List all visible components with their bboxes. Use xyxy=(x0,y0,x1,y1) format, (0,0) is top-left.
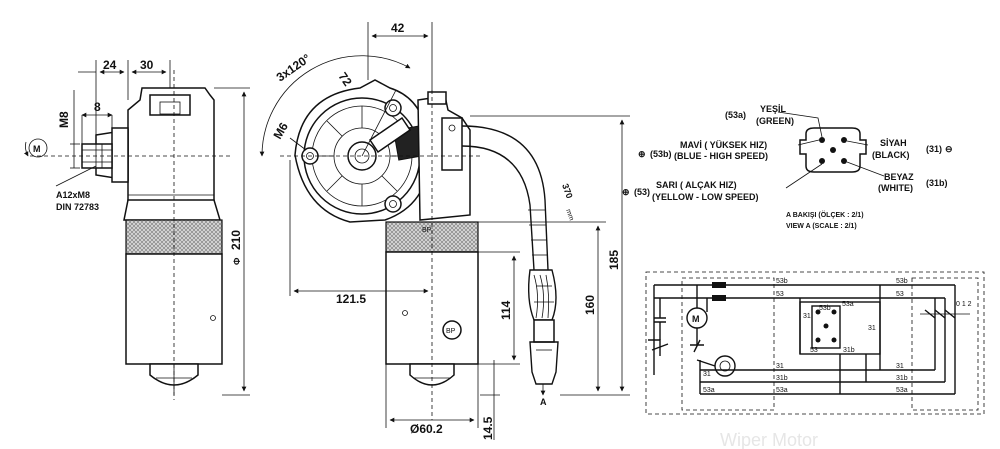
dim-72: 72 xyxy=(336,70,355,89)
sch-53a-2: 53a xyxy=(703,387,715,394)
yellow-code: (53) xyxy=(634,187,650,197)
dim-30: 30 xyxy=(140,58,154,72)
switch-positions: 0 1 2 xyxy=(956,301,972,308)
black-code: (31) xyxy=(926,144,942,154)
dim-160: 160 xyxy=(583,295,597,315)
sch-53a-3: 53a xyxy=(776,387,788,394)
white-tr: BEYAZ xyxy=(884,172,914,182)
dim-phi: Φ xyxy=(232,257,242,265)
black-en: (BLACK) xyxy=(872,150,910,160)
front-view: A BP BP xyxy=(280,79,559,420)
green-en: (GREEN) xyxy=(756,116,794,126)
dim-121-5: 121.5 xyxy=(336,292,366,306)
white-code: (31b) xyxy=(926,178,948,188)
footer-text: Wiper Motor xyxy=(720,430,818,449)
sch-53a-1: 53a xyxy=(842,301,854,308)
green-tr: YEŞİL xyxy=(760,104,787,114)
green-code: (53a) xyxy=(725,110,746,120)
sch-53-1: 53 xyxy=(776,291,784,298)
sch-31-3: 31 xyxy=(703,371,711,378)
dim-370-unit: mm xyxy=(564,208,575,222)
sch-31-2: 31 xyxy=(868,325,876,332)
dim-42: 42 xyxy=(391,21,405,35)
plus-icon-2: ⊕ xyxy=(622,187,630,197)
can-label: BP xyxy=(422,227,432,234)
dim-185: 185 xyxy=(607,250,621,270)
sch-31b-3: 31b xyxy=(896,375,908,382)
blue-code: (53b) xyxy=(650,149,672,159)
plus-icon: ⊕ xyxy=(638,149,646,159)
sch-31b-2: 31b xyxy=(776,375,788,382)
dim-m6: M6 xyxy=(270,120,291,142)
dim-angle: 3x120° xyxy=(274,51,313,84)
sch-31-1: 31 xyxy=(803,313,811,320)
sch-53-3: 53 xyxy=(810,347,818,354)
sch-53-2: 53 xyxy=(896,291,904,298)
dim-370: 370 xyxy=(560,182,575,200)
blue-en: (BLUE - HIGH SPEED) xyxy=(674,151,768,161)
sch-31-4: 31 xyxy=(776,363,784,370)
dim-14-5: 14.5 xyxy=(481,416,495,440)
dim-8: 8 xyxy=(94,100,101,114)
view-title-en: VIEW A (SCALE : 2/1) xyxy=(786,223,857,230)
thread-spec: A12xM8 xyxy=(56,190,90,200)
side-view-dimensions: 24 30 M8 8 M A12xM8 DIN 72783 210 Φ xyxy=(23,58,250,396)
dim-114: 114 xyxy=(499,300,513,320)
dim-210: 210 xyxy=(229,230,243,250)
bp-logo: BP xyxy=(446,328,456,335)
white-en: (WHITE) xyxy=(878,183,913,193)
view-title-tr: A BAKIŞI (ÖLÇEK : 2/1) xyxy=(786,210,864,219)
schematic-motor: M xyxy=(692,314,700,324)
sch-53b-3: 53b xyxy=(819,305,831,312)
sch-53b-1: 53b xyxy=(776,278,788,285)
rotation-symbol-m: M xyxy=(33,144,41,154)
dim-24: 24 xyxy=(103,58,117,72)
din-spec: DIN 72783 xyxy=(56,202,99,212)
sch-53b-2: 53b xyxy=(896,278,908,285)
side-view xyxy=(30,70,230,400)
dim-m8: M8 xyxy=(57,111,71,128)
dim-60-2: Ø60.2 xyxy=(410,422,443,436)
sch-53a-4: 53a xyxy=(896,387,908,394)
yellow-tr: SARI ( ALÇAK HIZ) xyxy=(656,180,737,190)
sch-31b-1: 31b xyxy=(843,347,855,354)
black-tr: SİYAH xyxy=(880,138,907,148)
blue-tr: MAVİ ( YÜKSEK HIZ) xyxy=(680,140,767,150)
view-marker-a: A xyxy=(540,397,547,407)
minus-icon: ⊖ xyxy=(945,144,953,154)
yellow-en: (YELLOW - LOW SPEED) xyxy=(652,192,759,202)
wiring-schematic: M 0 1 2 53b 53b 53 53 53b xyxy=(645,271,985,415)
connector-view: (53a) YEŞİL (GREEN) ⊕ (53b) MAVİ ( YÜKSE… xyxy=(622,104,953,230)
sch-31-5: 31 xyxy=(896,363,904,370)
